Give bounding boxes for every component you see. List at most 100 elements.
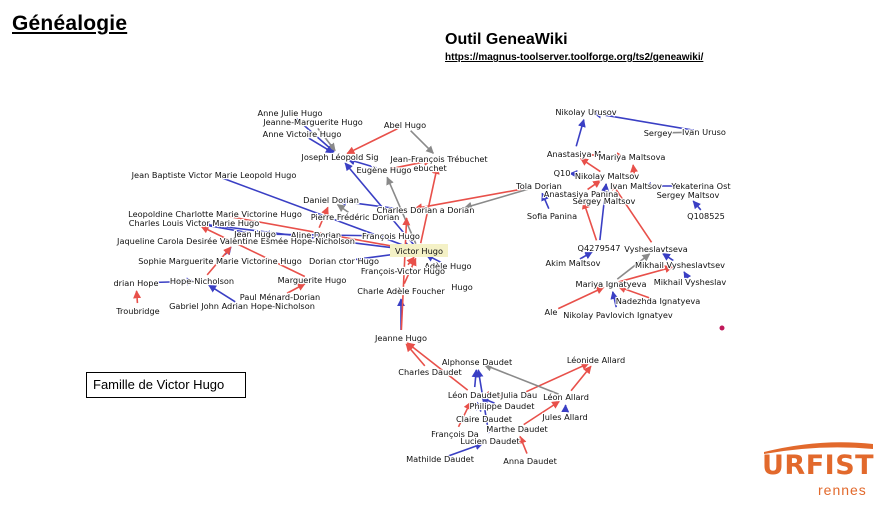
graph-node-dorian-ctor[interactable]: Dorian ctor Hugo (308, 255, 380, 267)
graph-node-claire[interactable]: Claire Daudet (455, 413, 514, 425)
graph-node-leon-allard[interactable]: Léon Allard (542, 391, 590, 403)
graph-node-charles-dorian[interactable]: Charles Dorian (376, 204, 439, 216)
graph-node-charles-daudet[interactable]: Charles Daudet (397, 366, 463, 378)
graph-node-francois-da[interactable]: François Da (430, 428, 480, 440)
graph-node-sergey-u[interactable]: Sergey (643, 127, 674, 139)
graph-node-hugo-r[interactable]: Hugo (450, 281, 474, 293)
graph-node-q10[interactable]: Q10 (552, 167, 571, 179)
urfist-logo: URFIST rennes (760, 440, 875, 500)
graph-node-jaqueline[interactable]: Jaqueline Carola Desirée Valentine Esmée… (115, 235, 356, 247)
graph-node-mariya-ignatyeva[interactable]: Mariya Ignatyeva (574, 278, 647, 290)
graph-edge (683, 271, 692, 281)
graph-node-trebuchet2[interactable]: ebuchet (412, 162, 448, 174)
graph-node-philippe[interactable]: Philippe Daudet (468, 400, 536, 412)
graph-edge (457, 401, 472, 428)
graph-edge (519, 435, 528, 454)
graph-edge (616, 253, 651, 280)
graph-edge (523, 400, 560, 426)
graph-node-ivan-uruso[interactable]: Ivan Uruso (681, 126, 727, 138)
graph-node-mariya-maltsova[interactable]: Mariya Maltsova (597, 151, 666, 163)
graph-node-jean-hugo[interactable]: Jean Hugo (232, 228, 277, 240)
graph-node-daniel-dorian[interactable]: Daniel Dorian (302, 194, 360, 206)
graph-edge (410, 130, 434, 154)
graph-node-victor-hugo[interactable]: Victor Hugo (395, 246, 443, 256)
graph-edge (581, 152, 625, 161)
graph-node-nikolay-urusov[interactable]: Nikolay Urusov (554, 106, 618, 118)
graph-node-q108525[interactable]: Q108525 (686, 210, 726, 222)
graph-edge (318, 206, 329, 228)
graph-node-leon-daudet[interactable]: Léon Daudet (447, 389, 502, 401)
graph-node-jeanne-hugo[interactable]: Jeanne Hugo (373, 332, 428, 344)
graph-node-mikhail-v2[interactable]: Mikhail Vysheslav (653, 276, 728, 288)
graph-node-nadezhda[interactable]: Nadezhda Ignatyeva (615, 295, 702, 307)
graph-edge (618, 265, 674, 283)
graph-node-akim-maltsov[interactable]: Akim Maltsov (544, 257, 601, 269)
graph-node-jf-trebuchet[interactable]: Jean-François Trébuchet (388, 153, 489, 165)
graph-node-jeanne-marguerite[interactable]: Jeanne-Marguerite Hugo (261, 116, 364, 128)
graph-node-sergey-maltsov-small[interactable]: Sergey Maltsov (571, 195, 636, 207)
graph-node-joseph-leopold[interactable]: Joseph Léopold Sig (299, 151, 379, 163)
graph-edge (200, 225, 306, 278)
graph-node-eugene[interactable]: Eugène Hugo (355, 164, 412, 176)
graph-node-charles-louis[interactable]: Charles Louis Victor Marie Hugo (128, 217, 261, 229)
slide-title: Généalogie (12, 12, 128, 35)
graph-node-jules-allard[interactable]: Jules Allard (540, 411, 589, 423)
graph-node-aline-dorian[interactable]: Aline Dorian (290, 229, 342, 241)
highlight-box (390, 244, 448, 257)
graph-node-gabriel[interactable]: Gabriel John Adrian Hope-Nicholson (168, 300, 316, 312)
graph-node-sofia-panina[interactable]: Sofia Panina (526, 210, 578, 222)
dot-marker (719, 325, 725, 331)
graph-node-ivan-maltsov[interactable]: Ivan Maltsov (609, 180, 663, 192)
graph-node-anastasiya-panina[interactable]: Anastasiya Panina (543, 188, 620, 200)
graph-node-anna[interactable]: Anna Daudet (502, 455, 559, 467)
graph-node-hope-nicholson[interactable]: Hope-Nicholson (169, 275, 235, 287)
graph-node-marguerite[interactable]: Marguerite Hugo (277, 274, 348, 286)
graph-node-mikhail-v1[interactable]: Mikhail Vysheslavtsev (634, 259, 726, 271)
graph-edge (570, 365, 592, 392)
graph-node-francois-hugo[interactable]: François Hugo (361, 230, 421, 242)
graph-node-leonide[interactable]: Léonide Allard (566, 354, 627, 366)
graph-edge (286, 283, 306, 294)
graph-node-anne-victoire[interactable]: Anne Victoire Hugo (262, 128, 343, 140)
graph-node-adele-hugo[interactable]: Adèle Hugo (423, 260, 472, 272)
graph-edge (557, 286, 605, 310)
graph-node-jean-baptiste[interactable]: Jean Baptiste Victor Marie Leopold Hugo (130, 169, 298, 181)
graph-node-vysheslavtseva[interactable]: Vysheslavtseva (623, 243, 689, 255)
graph-edge (400, 217, 411, 331)
graph-node-charle-adele[interactable]: Charle Adèle Foucher (356, 285, 446, 297)
graph-node-leopoldine[interactable]: Leopoldine Charlotte Marie Victorine Hug… (127, 208, 303, 220)
graph-node-tola-dorian[interactable]: Tola Dorian (514, 180, 563, 192)
graph-node-marthe[interactable]: Marthe Daudet (485, 423, 549, 435)
graph-edge (569, 170, 600, 179)
graph-node-yekaterina[interactable]: Yekaterina Ost (669, 180, 732, 192)
graph-node-sergey-maltsov[interactable]: Sergey Maltsov (655, 189, 720, 201)
graph-node-paul-menard[interactable]: Paul Ménard-Dorian (239, 291, 322, 303)
graph-node-nikolay-maltsov[interactable]: Nikolay Maltsov (574, 170, 641, 182)
graph-edge (599, 183, 610, 241)
graph-node-sophie[interactable]: Sophie Marguerite Marie Victorine Hugo (137, 255, 303, 267)
graph-node-anne-julie[interactable]: Anne Julie Hugo (256, 107, 323, 119)
graph-node-mathilde[interactable]: Mathilde Daudet (405, 453, 476, 465)
graph-node-a-dorian[interactable]: a Dorian (439, 204, 476, 216)
graph-node-francois-victor[interactable]: François-Victor Hugo (360, 265, 446, 277)
graph-edge (541, 192, 550, 209)
graph-edge (344, 162, 415, 246)
graph-edge (579, 251, 593, 260)
graph-edge (475, 369, 490, 434)
graph-node-pierre-frederic[interactable]: Pierre Frédéric Dorian (310, 211, 401, 223)
graph-node-nikolay-pavlovich[interactable]: Nikolay Pavlovich Ignatyev (562, 309, 674, 321)
graph-node-lucien[interactable]: Lucien Daudet (459, 435, 521, 447)
graph-edge (406, 342, 469, 391)
graph-node-julia-dau[interactable]: Julia Dau (499, 389, 538, 401)
tool-url-link[interactable]: https://magnus-toolserver.toolforge.org/… (445, 52, 704, 63)
graph-node-ale[interactable]: Ale (543, 306, 558, 318)
graph-node-adrian-hope[interactable]: drian Hope (112, 277, 159, 289)
graph-node-troubridge[interactable]: Troubridge (114, 305, 161, 317)
graph-node-abel[interactable]: Abel Hugo (383, 119, 427, 131)
graph-node-alphonse[interactable]: Alphonse Daudet (441, 356, 514, 368)
graph-node-anastasiya-m[interactable]: Anastasiya M (546, 148, 603, 160)
graph-edge (386, 176, 417, 244)
graph-edge (201, 221, 248, 234)
graph-node-q4279547[interactable]: Q4279547 (576, 242, 621, 254)
